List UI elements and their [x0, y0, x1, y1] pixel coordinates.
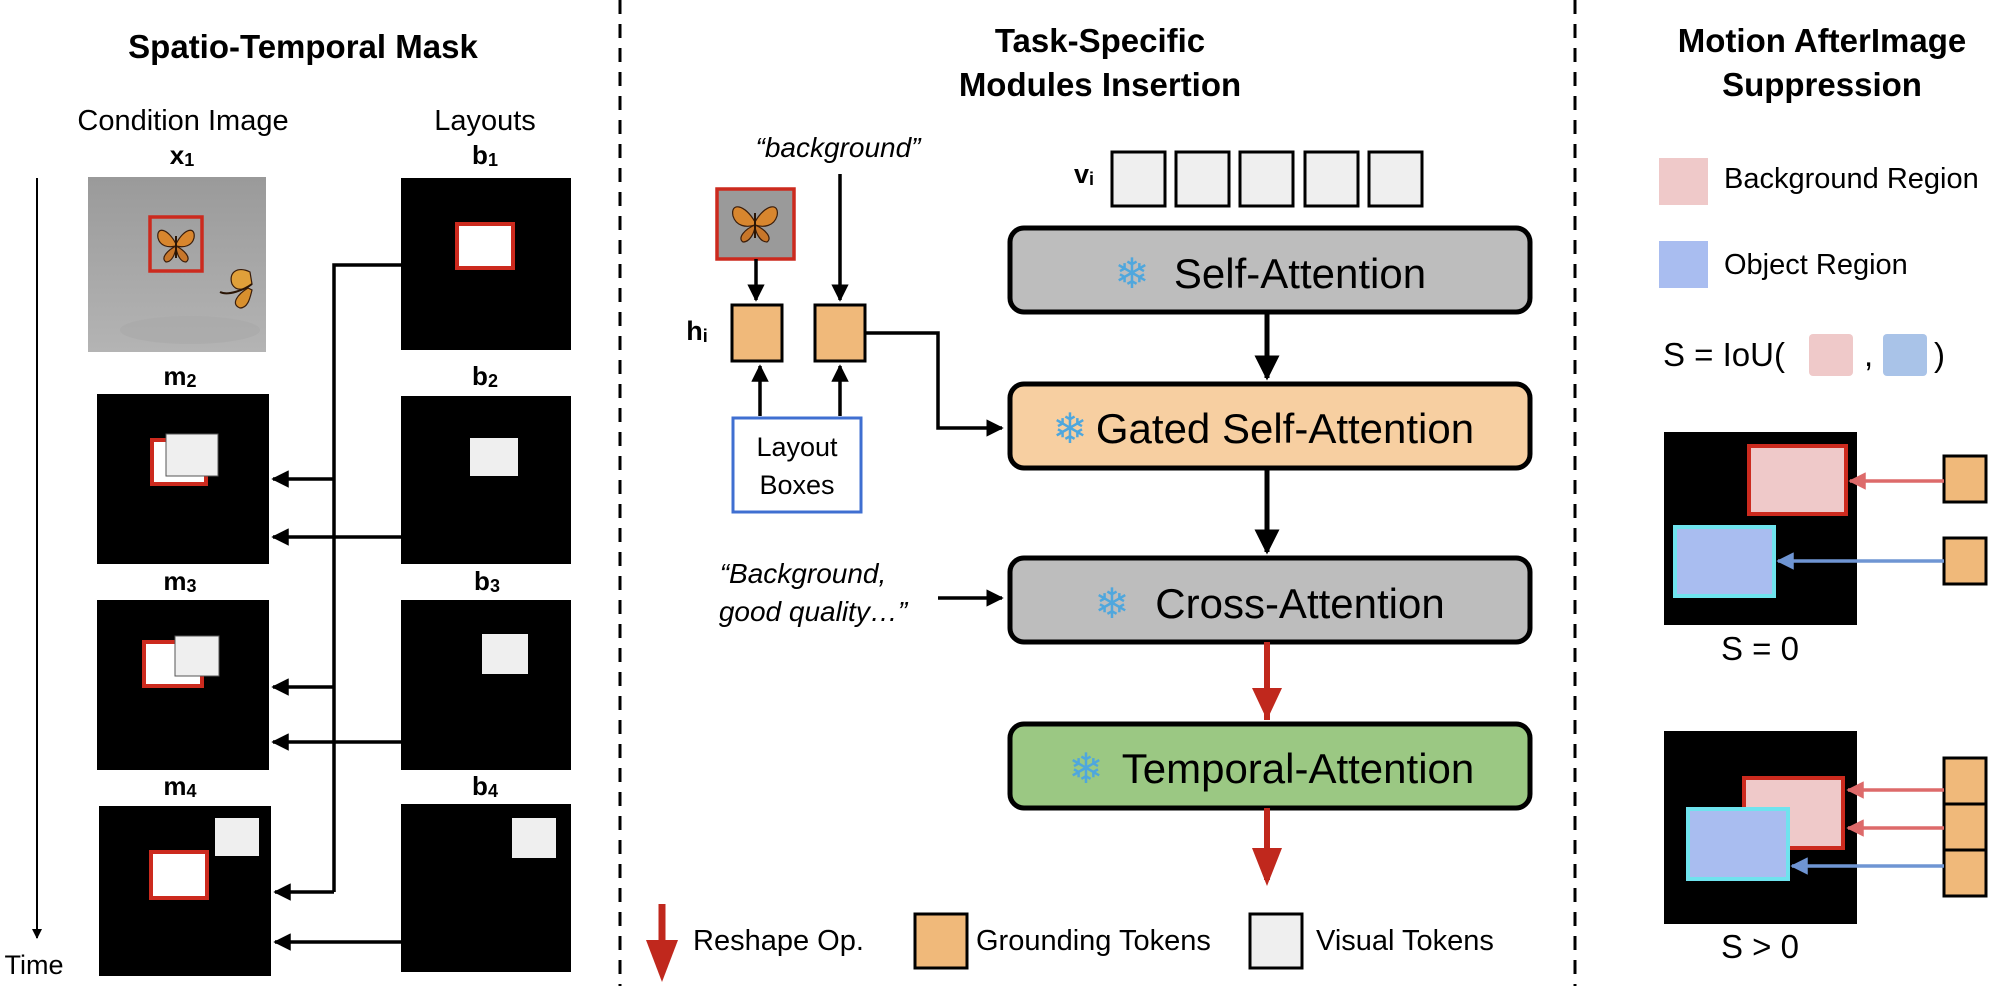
background-region-label: Background Region [1724, 163, 1979, 195]
layout-frame-b2 [401, 396, 571, 564]
gated-self-attention-label: Gated Self-Attention [1096, 405, 1474, 452]
visual-token-4 [1303, 150, 1360, 208]
hi-label: hi [686, 316, 708, 346]
legend-reshape-arrowhead [646, 940, 678, 982]
visual-token-2 [1174, 150, 1231, 208]
self-attention-block [1007, 225, 1533, 315]
butterfly-thumbnail [715, 187, 796, 261]
gated-self-attention-block [1007, 381, 1533, 471]
example-spos-token-3 [1942, 848, 1988, 898]
middle-title-line1: Task-Specific [995, 22, 1205, 59]
example-s0-obj-box [1673, 525, 1776, 598]
legend-grounding-label: Grounding Tokens [976, 925, 1211, 957]
self-attention-label: Self-Attention [1174, 250, 1426, 297]
mask-box-m2-new [165, 433, 219, 477]
example-spos-obj-box [1686, 807, 1790, 881]
legend-visual-label: Visual Tokens [1316, 925, 1494, 957]
reshape-arrowhead-2 [1252, 848, 1282, 886]
m2-label: m2 [163, 361, 196, 391]
middle-title-line2: Modules Insertion [959, 66, 1241, 103]
iou-bg-swatch [1809, 334, 1853, 376]
token-input-arrows [747, 174, 1004, 437]
butterfly-icon [157, 229, 195, 263]
background-region-swatch [1659, 158, 1708, 205]
left-section-title: Spatio-Temporal Mask [128, 28, 478, 65]
butterfly-partial-icon [219, 269, 253, 309]
temporal-snowflake-icon: ❄ [1068, 745, 1103, 792]
self-attention-snowflake-icon: ❄ [1114, 250, 1149, 297]
b2-label: b2 [472, 361, 498, 391]
legend-grounding-swatch [913, 912, 969, 970]
example-spos-token-2 [1942, 802, 1988, 852]
layout-box-b1 [455, 222, 515, 270]
legend-reshape-label: Reshape Op. [693, 925, 864, 957]
visual-token-3 [1238, 150, 1295, 208]
grounding-token-2 [813, 303, 867, 363]
layout-boxes-line1: Layout [756, 432, 838, 462]
cross-attention-snowflake-icon: ❄ [1094, 580, 1129, 627]
iou-suffix: ) [1934, 336, 1945, 373]
prompt-line1: “Background, [720, 558, 887, 589]
s-zero-label: S = 0 [1721, 630, 1799, 667]
m3-label: m3 [163, 566, 196, 596]
example-spos-token-1 [1942, 756, 1988, 806]
legend-visual-swatch [1248, 912, 1304, 970]
layouts-label: Layouts [434, 105, 536, 137]
condition-image [88, 177, 266, 352]
layout-connectors [271, 263, 401, 951]
vi-label: vi [1074, 159, 1094, 189]
condition-image-box [148, 215, 204, 273]
temporal-attention-label: Temporal-Attention [1122, 745, 1475, 792]
gated-snowflake-icon: ❄ [1052, 405, 1087, 452]
prompt-line2: good quality…” [719, 596, 909, 627]
iou-comma: , [1864, 336, 1873, 373]
visual-token-5 [1367, 150, 1424, 208]
x1-label: x1 [170, 140, 194, 170]
b1-label: b1 [472, 140, 498, 170]
right-title-line2: Suppression [1722, 66, 1922, 103]
example-s0-token-1 [1942, 454, 1988, 504]
cross-attention-label: Cross-Attention [1155, 580, 1444, 627]
b3-label: b3 [474, 566, 500, 596]
background-quote: “background” [756, 132, 923, 163]
object-region-swatch [1659, 241, 1708, 288]
b4-label: b4 [472, 771, 498, 801]
reshape-arrowhead-1 [1252, 688, 1282, 720]
iou-obj-swatch [1883, 334, 1927, 376]
iou-formula-prefix: S = IoU( [1663, 336, 1785, 373]
visual-tokens [1110, 150, 1424, 208]
layout-box-b2 [470, 438, 518, 476]
example-s0-token-2 [1942, 536, 1988, 586]
m4-label: m4 [163, 771, 196, 801]
visual-token-1 [1110, 150, 1167, 208]
layout-boxes-node [731, 416, 863, 514]
right-title-line1: Motion AfterImage [1678, 22, 1966, 59]
object-region-label: Object Region [1724, 249, 1908, 281]
layout-frame-b3 [401, 600, 571, 770]
s-pos-label: S > 0 [1721, 928, 1799, 965]
layout-boxes-line2: Boxes [759, 470, 834, 500]
mask-box-m3-new [174, 635, 220, 677]
grounding-token-1 [730, 303, 784, 363]
legend: Reshape Op. Grounding Tokens Visual Toke… [646, 904, 1494, 982]
layout-box-b3 [482, 634, 528, 674]
mask-box-m4-old [149, 850, 209, 900]
condition-image-label: Condition Image [77, 105, 288, 137]
mask-box-m4-new [215, 818, 259, 856]
example-s0-bg-box [1747, 444, 1848, 516]
layout-box-b4 [512, 818, 556, 858]
stack-arrows [1252, 312, 1282, 886]
time-label: Time [5, 950, 64, 980]
